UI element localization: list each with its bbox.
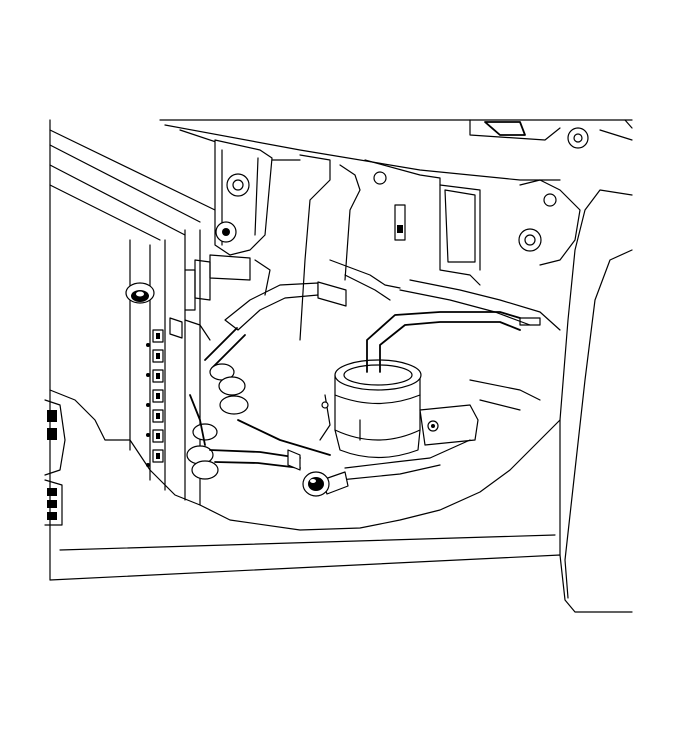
dryer-bracket <box>339 404 479 481</box>
grille-detail <box>44 399 66 526</box>
pipe-fittings <box>186 363 249 480</box>
receiver-dryer <box>334 359 422 459</box>
ac-lines <box>169 281 521 480</box>
inner-fender <box>299 154 581 441</box>
bolt <box>302 471 349 497</box>
pressure-switch-housing <box>184 254 271 311</box>
grommet <box>125 282 155 304</box>
radiator-support <box>49 119 633 241</box>
front-fascia <box>49 119 633 613</box>
condenser-fittings <box>152 329 164 463</box>
mounting-bracket <box>214 139 273 256</box>
condenser <box>129 229 201 506</box>
